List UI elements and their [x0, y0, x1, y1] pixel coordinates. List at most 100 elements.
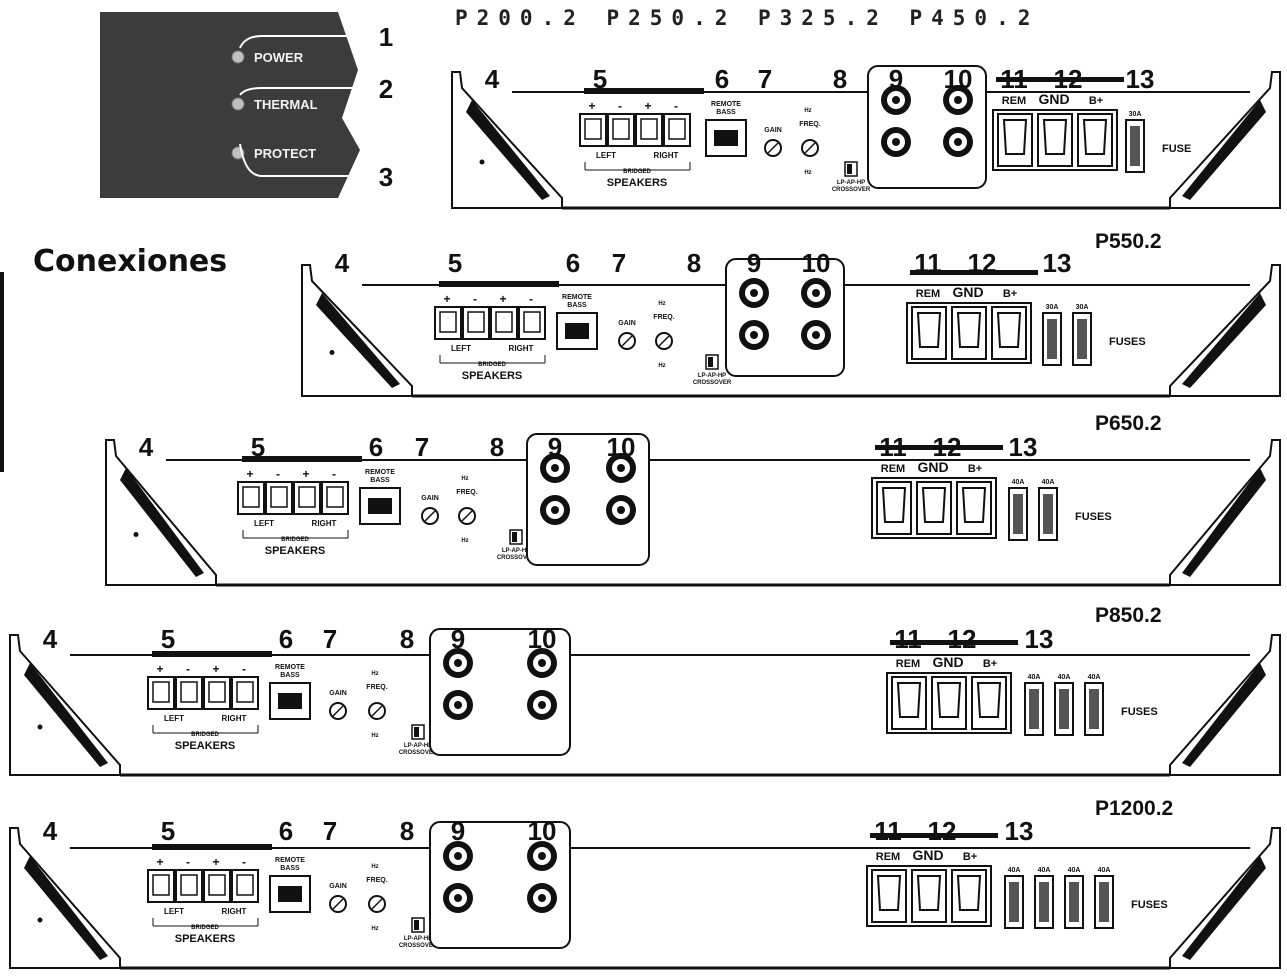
- rca-jack-pin: [892, 138, 900, 146]
- crossover-label: CROSSOVER: [497, 555, 536, 561]
- terminal-clamp: [956, 875, 982, 911]
- callout-number-6: 6: [566, 248, 580, 278]
- rca-jack-pin: [551, 506, 559, 514]
- callout-number-10: 10: [528, 816, 557, 846]
- terminal-clamp: [976, 682, 1002, 718]
- crossover-label: CROSSOVER: [399, 943, 438, 949]
- heatsink-right-fin: [1182, 856, 1266, 960]
- power-terminal: [871, 869, 907, 923]
- terminal-clamp: [881, 487, 907, 523]
- terminal-screw-window: [270, 486, 288, 508]
- power-cover-strip: [875, 445, 1003, 450]
- callout-number-12: 12: [968, 248, 997, 278]
- speakers-label: SPEAKERS: [265, 545, 326, 557]
- bass-label: BASS: [280, 672, 300, 679]
- hz-scale-label: Hz: [461, 476, 468, 482]
- led-indicator-thermal: [231, 97, 245, 111]
- models-top-label: P200.2 P250.2 P325.2 P450.2: [455, 6, 1040, 30]
- heatsink-left: [9, 634, 121, 776]
- rca-inputs: [867, 65, 987, 189]
- gain-control: GAIN: [329, 690, 347, 720]
- rem-label: REM: [876, 851, 900, 863]
- rca-jack-pin: [538, 894, 546, 902]
- rca-jack-pin: [812, 331, 820, 339]
- callout-number-10: 10: [528, 624, 557, 654]
- heatsink-left-fin: [24, 856, 108, 960]
- heatsink-right-fin: [1182, 663, 1266, 767]
- terminal-clamp: [916, 875, 942, 911]
- fuse-rating-label: 40A: [1042, 479, 1055, 486]
- gain-knob-slot: [767, 142, 779, 154]
- model-label: P1200.2: [1095, 797, 1173, 820]
- bridged-label: BRIDGED: [478, 362, 506, 368]
- hz-scale-label: Hz: [658, 301, 665, 307]
- terminal-screw-window: [208, 874, 226, 896]
- terminal-screw-window: [495, 311, 513, 333]
- fuse: [1069, 882, 1079, 922]
- freq-knob-slot: [804, 142, 816, 154]
- terminal-screw-window: [242, 486, 260, 508]
- remote-label: REMOTE: [365, 469, 395, 476]
- hz-scale-label: Hz: [371, 864, 378, 870]
- rca-jack-pin: [750, 289, 758, 297]
- fuse-rating-label: 40A: [1068, 867, 1081, 874]
- heatsink-left: [451, 71, 563, 209]
- callout-leader-2: [239, 87, 366, 96]
- bass-label: BASS: [370, 477, 390, 484]
- heatsink-left: [301, 264, 413, 397]
- crossover-mode-label: LP-AP-HP: [698, 373, 726, 379]
- callout-number-12: 12: [933, 432, 962, 462]
- callout-number-8: 8: [400, 816, 414, 846]
- terminal-cover-strip: [584, 88, 704, 94]
- fuse: [1130, 126, 1140, 166]
- terminal-screw-window: [152, 681, 170, 703]
- led-indicator-power: [231, 50, 245, 64]
- callout-number-7: 7: [612, 248, 626, 278]
- terminal-polarity-label: +: [499, 292, 506, 306]
- power-terminal: [997, 113, 1033, 167]
- fuse-rating-label: 30A: [1046, 304, 1059, 311]
- rca-jack-pin: [892, 96, 900, 104]
- power-terminal: [891, 676, 927, 730]
- rj-socket-opening: [714, 130, 738, 146]
- led-label-power: POWER: [254, 50, 304, 65]
- remote-label: REMOTE: [275, 664, 305, 671]
- fuse: [1077, 319, 1087, 359]
- callout-number-13: 13: [1126, 64, 1155, 94]
- power-terminal: [951, 306, 987, 360]
- right-channel-label: RIGHT: [222, 907, 247, 916]
- callout-number-6: 6: [279, 624, 293, 654]
- mount-hole-left: [133, 532, 139, 537]
- rem-label: REM: [896, 658, 920, 670]
- freq-knob-slot: [371, 898, 383, 910]
- gain-control: GAIN: [618, 320, 636, 350]
- terminal-screw-window: [180, 874, 198, 896]
- mount-hole-left: [37, 724, 43, 730]
- callout-number-9: 9: [451, 816, 465, 846]
- heatsink-left: [105, 439, 217, 586]
- gain-label: GAIN: [421, 495, 439, 502]
- callout-number-8: 8: [687, 248, 701, 278]
- heatsink-right-fin: [1182, 468, 1266, 577]
- heatsink-right: [1169, 439, 1281, 586]
- callout-number-4: 4: [139, 432, 154, 462]
- crossover-mode-label: LP-AP-HP: [404, 743, 432, 749]
- left-channel-label: LEFT: [451, 344, 471, 353]
- rem-label: REM: [916, 288, 940, 300]
- bridged-label: BRIDGED: [281, 537, 309, 543]
- right-channel-label: RIGHT: [509, 344, 534, 353]
- terminal-clamp: [1042, 119, 1068, 155]
